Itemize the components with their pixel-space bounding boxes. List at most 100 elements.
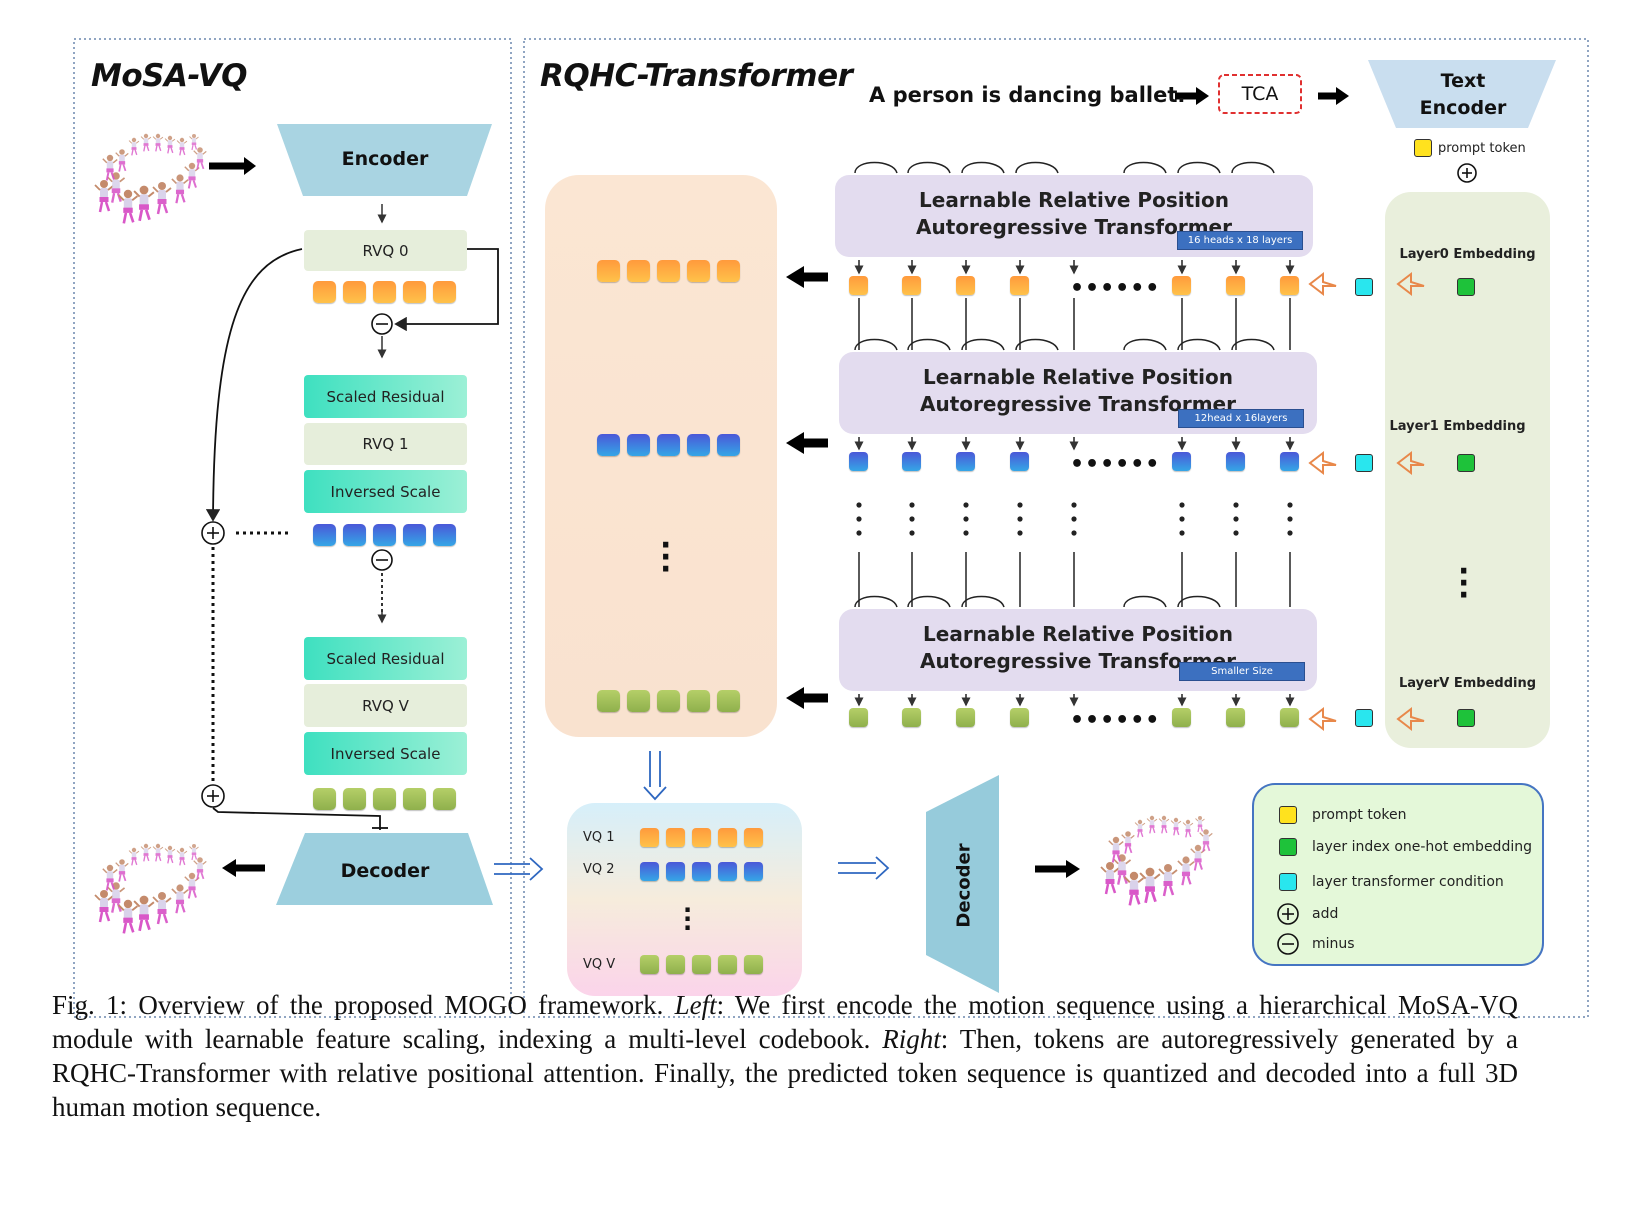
layer0-embedding-label: Layer0 Embedding	[1399, 247, 1536, 262]
token	[718, 828, 737, 847]
transformer-size-tag: Smaller Size	[1179, 662, 1305, 681]
text-encoder-shape	[1368, 60, 1556, 128]
mosa-vq-title: MoSA-VQ	[91, 58, 247, 94]
token	[657, 260, 680, 282]
caption-lead: Fig. 1: Overview of the proposed MOGO fr…	[52, 990, 675, 1020]
caption-left-word: Left	[674, 990, 717, 1020]
token	[744, 828, 763, 847]
decoder-shape-left	[276, 833, 493, 905]
scaled-residual-block: Scaled Residual	[304, 375, 467, 418]
cyan-square-icon	[1355, 709, 1373, 727]
operator-icons	[201, 163, 1477, 955]
cyan-square-icon	[1355, 278, 1373, 296]
yellow-square-icon	[1279, 806, 1297, 824]
vertical-ellipsis: ···	[683, 896, 694, 942]
token	[373, 788, 396, 810]
row-ellipsis: ••••••	[1070, 708, 1161, 733]
token	[373, 524, 396, 546]
token	[433, 281, 456, 303]
vq1-label: VQ 1	[583, 830, 615, 845]
token	[717, 690, 740, 712]
token	[627, 690, 650, 712]
generated-token	[1226, 708, 1245, 727]
generated-token	[956, 452, 975, 471]
output-arrows	[786, 266, 828, 709]
minus-circle-icon	[371, 549, 393, 571]
token	[692, 955, 711, 974]
legend-label: layer transformer condition	[1312, 874, 1504, 890]
generated-token	[902, 276, 921, 295]
token	[403, 524, 426, 546]
plus-circle-icon	[201, 521, 225, 545]
plus-circle-icon	[201, 784, 225, 808]
token	[666, 828, 685, 847]
tca-label: TCA	[1241, 83, 1279, 105]
legend-label: prompt token	[1312, 807, 1407, 823]
generated-token	[849, 276, 868, 295]
figure-caption: Fig. 1: Overview of the proposed MOGO fr…	[52, 988, 1518, 1124]
rvq1-block: RVQ 1	[304, 423, 467, 465]
scaled-residual-block-v: Scaled Residual	[304, 637, 467, 680]
generated-token	[956, 276, 975, 295]
generated-token	[1280, 452, 1299, 471]
green-square-icon	[1457, 454, 1475, 472]
token	[718, 862, 737, 881]
generated-token	[1010, 452, 1029, 471]
generated-token	[1172, 708, 1191, 727]
generated-token	[1226, 452, 1245, 471]
token	[717, 434, 740, 456]
green-square-icon	[1279, 838, 1297, 856]
plus-circle-icon	[1277, 903, 1299, 925]
generated-token	[1010, 708, 1029, 727]
row-ellipsis: ••••••	[1070, 452, 1161, 477]
token	[597, 260, 620, 282]
tca-box	[1218, 74, 1302, 114]
token	[687, 690, 710, 712]
token	[717, 260, 740, 282]
right-panel-border	[523, 38, 1589, 1018]
token	[313, 281, 336, 303]
plus-circle-icon	[1457, 163, 1477, 183]
legend-bg	[1252, 783, 1544, 966]
vq2-label: VQ 2	[583, 862, 615, 877]
token	[433, 524, 456, 546]
decoder-shape-right	[926, 775, 999, 993]
token	[718, 955, 737, 974]
token-column-bg	[545, 175, 777, 737]
diagram-graphics	[73, 38, 1589, 1018]
green-square-icon	[1457, 278, 1475, 296]
token	[627, 434, 650, 456]
token	[657, 434, 680, 456]
layerv-embedding-label: LayerV Embedding	[1398, 676, 1537, 691]
layer1-embedding-label: Layer1 Embedding	[1389, 419, 1526, 434]
token	[640, 862, 659, 881]
transformer-size-tag: 12head x 16layers	[1178, 409, 1304, 428]
generated-token	[1226, 276, 1245, 295]
token	[403, 788, 426, 810]
caption-right-word: Right	[882, 1024, 941, 1054]
token	[640, 955, 659, 974]
generated-token	[849, 708, 868, 727]
token	[373, 281, 396, 303]
rvqv-block: RVQ V	[304, 684, 467, 727]
token	[692, 862, 711, 881]
token	[343, 281, 366, 303]
vq-result-bg	[567, 803, 802, 996]
token	[666, 955, 685, 974]
left-panel-border	[73, 38, 512, 1018]
token	[597, 434, 620, 456]
condition-arrows	[1308, 271, 1425, 732]
prompt-text: A person is dancing ballet.	[869, 83, 1186, 107]
row-ellipsis: ••••••	[1070, 276, 1161, 301]
token	[313, 788, 336, 810]
legend-label: add	[1312, 906, 1339, 922]
token	[744, 955, 763, 974]
token	[692, 828, 711, 847]
cyan-square-icon	[1279, 873, 1297, 891]
token	[627, 260, 650, 282]
encoder-shape	[277, 124, 492, 196]
transformer-wiring	[854, 161, 1295, 707]
green-square-icon	[1457, 709, 1475, 727]
generated-token	[1280, 708, 1299, 727]
prompt-token-label: prompt token	[1438, 141, 1526, 156]
